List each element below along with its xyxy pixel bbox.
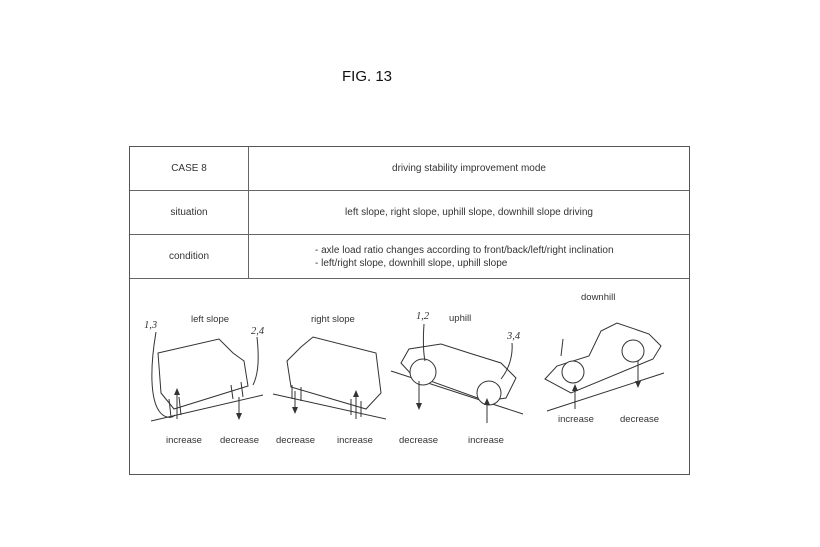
left-slope-label-left: increase — [166, 435, 202, 446]
condition-line-1: - axle load ratio changes according to f… — [315, 244, 614, 256]
left-slope-ref-leader-left — [151, 331, 176, 418]
uphill-label-left: decrease — [399, 435, 438, 446]
case-value: driving stability improvement mode — [392, 163, 546, 174]
uphill-title: uphill — [449, 313, 471, 324]
left-slope-wheel-right — [230, 384, 234, 400]
downhill-diagram: downhill increase decrease — [544, 292, 665, 425]
left-slope-wheel-left — [168, 398, 172, 418]
slope-illustrations: 1,3 2,4 left slope increase decrease rig… — [144, 292, 665, 446]
illustration-cell: 1,3 2,4 left slope increase decrease rig… — [130, 279, 689, 474]
downhill-title: downhill — [581, 292, 615, 303]
left-slope-ref-right: 2,4 — [251, 326, 265, 337]
left-slope-ref-leader-right — [252, 336, 259, 386]
downhill-wheel-front — [561, 360, 585, 384]
case-label: CASE 8 — [130, 147, 249, 190]
table-row-case: CASE 8 driving stability improvement mod… — [130, 147, 689, 191]
right-slope-label-right: increase — [337, 435, 373, 446]
uphill-ref-leader-right — [500, 342, 513, 380]
left-slope-label-right: decrease — [220, 435, 259, 446]
uphill-wheel-front — [409, 358, 437, 386]
uphill-ref-leader-left — [422, 323, 426, 362]
downhill-label-right: decrease — [620, 414, 659, 425]
downhill-wheel-rear — [621, 339, 645, 363]
situation-value: left slope, right slope, uphill slope, d… — [345, 207, 593, 218]
left-slope-vehicle — [157, 338, 249, 410]
right-slope-label-left: decrease — [276, 435, 315, 446]
right-slope-vehicle — [286, 336, 382, 410]
uphill-wheel-rear — [476, 380, 502, 406]
uphill-ref-right: 3,4 — [506, 331, 521, 342]
downhill-windshield — [560, 338, 564, 357]
right-slope-diagram: right slope decrease increase — [272, 314, 387, 446]
situation-label: situation — [130, 191, 249, 234]
left-slope-title: left slope — [191, 314, 229, 325]
figure-title: FIG. 13 — [341, 68, 393, 85]
left-slope-ref-left: 1,3 — [144, 320, 157, 331]
right-slope-title: right slope — [311, 314, 355, 325]
mode-table: CASE 8 driving stability improvement mod… — [129, 146, 690, 475]
condition-value: - axle load ratio changes according to f… — [249, 235, 689, 278]
downhill-vehicle — [544, 322, 662, 394]
table-row-condition: condition - axle load ratio changes acco… — [130, 235, 689, 279]
downhill-ground — [546, 372, 665, 412]
downhill-label-left: increase — [558, 414, 594, 425]
uphill-diagram: 1,2 3,4 uphill decrease increase — [390, 311, 524, 446]
left-slope-diagram: 1,3 2,4 left slope increase decrease — [144, 314, 265, 446]
table-row-situation: situation left slope, right slope, uphil… — [130, 191, 689, 235]
uphill-label-right: increase — [468, 435, 504, 446]
left-slope-ground — [150, 394, 264, 422]
condition-line-2: - left/right slope, downhill slope, uphi… — [315, 257, 508, 269]
condition-label: condition — [130, 235, 249, 278]
uphill-ref-left: 1,2 — [416, 311, 430, 322]
